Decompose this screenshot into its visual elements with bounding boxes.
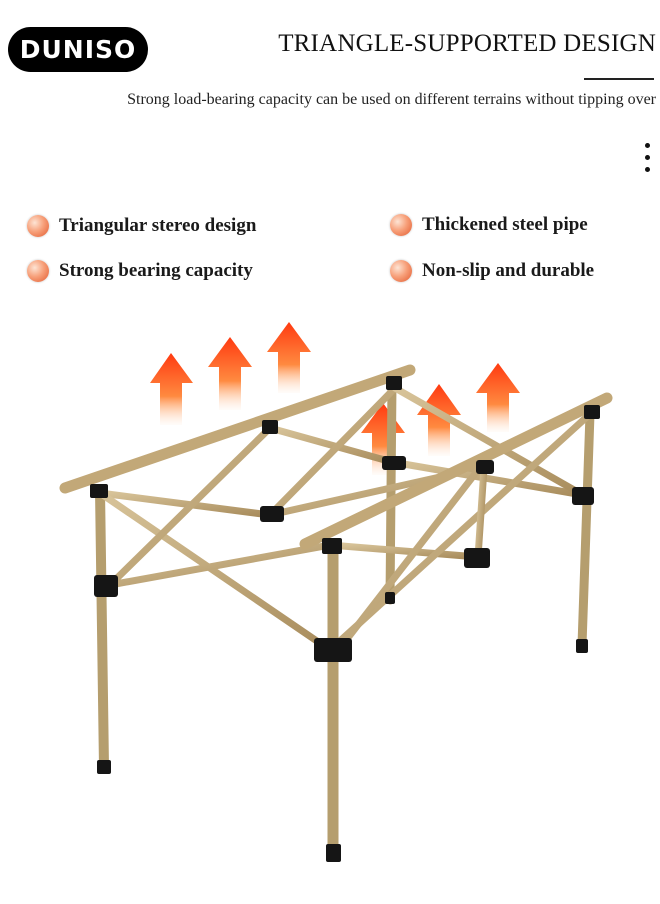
vertical-dots-icon[interactable]: [645, 143, 650, 179]
feature-item: Non-slip and durable: [390, 260, 594, 282]
brand-logo: DUNISO: [8, 27, 148, 72]
page-subtitle: Strong load-bearing capacity can be used…: [127, 91, 656, 108]
orange-bullet-icon: [27, 260, 49, 282]
page-title: TRIANGLE-SUPPORTED DESIGN: [278, 30, 656, 57]
feature-item: Strong bearing capacity: [27, 260, 253, 282]
table-frame-illustration: [59, 322, 613, 862]
feature-label: Thickened steel pipe: [422, 214, 588, 235]
feature-label: Non-slip and durable: [422, 260, 595, 281]
feature-label: Strong bearing capacity: [59, 260, 253, 281]
feature-item: Triangular stereo design: [27, 215, 256, 237]
feature-label: Triangular stereo design: [59, 215, 257, 236]
orange-bullet-icon: [390, 260, 412, 282]
title-divider: [584, 78, 654, 80]
orange-bullet-icon: [390, 214, 412, 236]
orange-bullet-icon: [27, 215, 49, 237]
feature-item: Thickened steel pipe: [390, 214, 588, 236]
